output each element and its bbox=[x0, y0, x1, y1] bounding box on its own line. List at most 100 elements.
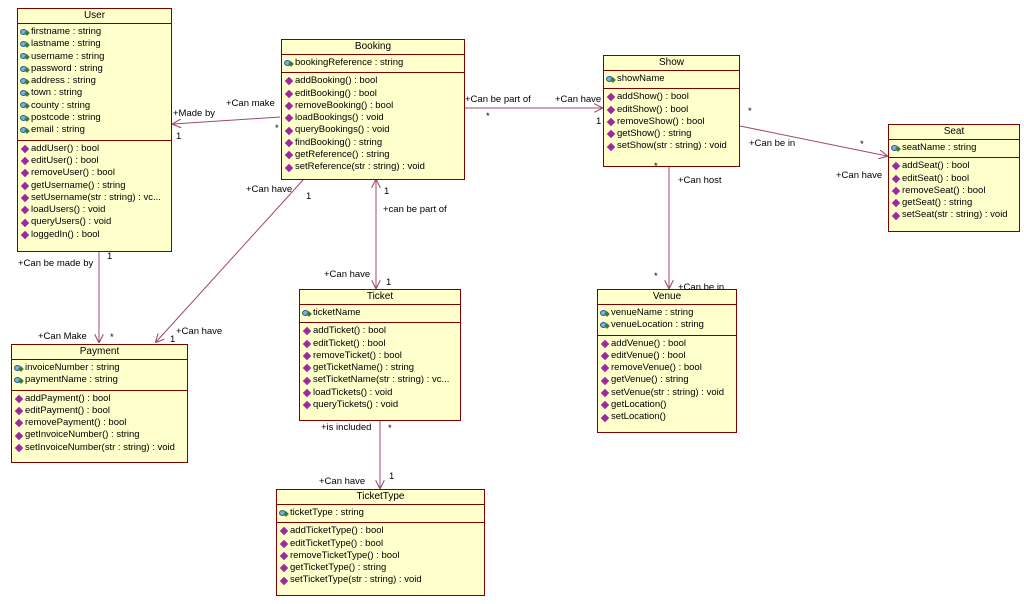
attribute-icon bbox=[600, 309, 610, 317]
class-name: Payment bbox=[12, 345, 187, 360]
attributes-compartment: bookingReference : string bbox=[282, 55, 464, 74]
attribute-icon bbox=[20, 53, 30, 60]
operation-row: editTicketType() : bool bbox=[279, 538, 484, 550]
operation-row: getUsername() : string bbox=[20, 180, 171, 192]
operation-text: getUsername() : string bbox=[31, 179, 126, 191]
attribute-text: venueName : string bbox=[611, 307, 694, 318]
label-is-included: +is included bbox=[321, 422, 372, 433]
operation-icon bbox=[279, 527, 289, 536]
attribute-icon bbox=[600, 321, 610, 329]
operation-text: addUser() : bool bbox=[31, 142, 100, 154]
operation-text: loggedIn() : bool bbox=[31, 228, 100, 240]
operation-text: editTicketType() : bool bbox=[290, 537, 384, 549]
operation-icon bbox=[600, 400, 610, 410]
operation-icon bbox=[600, 351, 610, 361]
operation-text: getInvoiceNumber() : string bbox=[25, 429, 140, 441]
attribute-icon bbox=[20, 40, 30, 48]
operation-icon bbox=[284, 150, 294, 160]
operation-text: editBooking() : bool bbox=[295, 87, 377, 99]
operation-text: removePayment() : bool bbox=[25, 417, 127, 429]
attribute-icon bbox=[891, 144, 901, 152]
label-can-have: +Can have bbox=[319, 476, 366, 487]
attribute-row: town : string bbox=[20, 87, 171, 99]
operation-text: queryTickets() : void bbox=[313, 399, 399, 411]
operation-text: addTicketType() : bool bbox=[290, 525, 384, 537]
operation-row: getVenue() : string bbox=[600, 374, 736, 386]
operation-text: removeTicket() : bool bbox=[313, 349, 402, 361]
attribute-row: ticketName bbox=[302, 307, 460, 319]
label-can-be-in: +Can be in bbox=[749, 138, 796, 149]
attribute-text: seatName : string bbox=[902, 142, 977, 153]
operation-text: removeBooking() : bool bbox=[295, 99, 394, 111]
operation-row: editPayment() : bool bbox=[14, 405, 187, 417]
operation-row: editVenue() : bool bbox=[600, 350, 736, 362]
attribute-row: ticketType : string bbox=[279, 507, 484, 519]
operation-icon bbox=[600, 339, 610, 348]
attribute-row: lastname : string bbox=[20, 38, 171, 50]
operation-row: editSeat() : bool bbox=[891, 173, 1019, 185]
operation-icon bbox=[20, 156, 30, 166]
attribute-row: address : string bbox=[20, 75, 171, 87]
operation-icon bbox=[20, 206, 30, 215]
operation-icon bbox=[14, 431, 24, 440]
attribute-icon bbox=[20, 114, 30, 122]
operation-row: queryUsers() : void bbox=[20, 216, 171, 228]
attribute-row: venueLocation : string bbox=[600, 319, 736, 331]
operation-icon bbox=[891, 199, 901, 208]
attribute-text: county : string bbox=[31, 99, 91, 111]
operation-row: loggedIn() : bool bbox=[20, 229, 171, 241]
attribute-icon bbox=[20, 127, 30, 134]
attribute-text: paymentName : string bbox=[25, 374, 118, 386]
operation-icon bbox=[891, 211, 901, 220]
multiplicity-one: 1 bbox=[596, 116, 602, 127]
operation-text: getTicketName() : string bbox=[313, 362, 415, 374]
label-made-by: +Made by bbox=[173, 108, 215, 119]
operation-icon bbox=[279, 564, 289, 573]
attribute-icon bbox=[20, 102, 30, 109]
operation-text: editTicket() : bool bbox=[313, 337, 386, 349]
multiplicity-one: 1 bbox=[107, 251, 113, 262]
operation-row: removeBooking() : bool bbox=[284, 100, 464, 112]
attribute-text: password : string bbox=[31, 62, 103, 74]
operation-text: addBooking() : bool bbox=[295, 75, 378, 87]
attribute-icon bbox=[20, 77, 30, 85]
operation-row: setSeat(str : string) : void bbox=[891, 209, 1019, 221]
operation-row: addPayment() : bool bbox=[14, 393, 187, 405]
operation-text: addSeat() : bool bbox=[902, 160, 970, 172]
attribute-text: venueLocation : string bbox=[611, 319, 704, 331]
attribute-row: invoiceNumber : string bbox=[14, 362, 187, 374]
operation-row: getTicketName() : string bbox=[302, 362, 460, 374]
operation-text: removeVenue() : bool bbox=[611, 362, 702, 374]
operation-icon bbox=[284, 126, 294, 135]
operation-row: findBooking() : string bbox=[284, 137, 464, 149]
operation-row: getReference() : string bbox=[284, 149, 464, 161]
operation-row: loadUsers() : void bbox=[20, 204, 171, 216]
attribute-text: firstname : string bbox=[31, 26, 102, 37]
operation-text: editVenue() : bool bbox=[611, 349, 686, 361]
attribute-text: invoiceNumber : string bbox=[25, 362, 120, 373]
operation-text: queryUsers() : void bbox=[31, 216, 112, 228]
operation-text: getLocation() bbox=[611, 399, 667, 411]
attributes-compartment: showName bbox=[604, 71, 739, 90]
class-tickettype[interactable]: TicketType ticketType : string addTicketTy… bbox=[276, 489, 485, 596]
multiplicity-star: * bbox=[110, 332, 114, 343]
attribute-row: county : string bbox=[20, 100, 171, 112]
attribute-icon bbox=[14, 376, 24, 384]
operation-row: setShow(str : string) : void bbox=[606, 140, 739, 152]
operation-text: getTicketType() : string bbox=[290, 562, 387, 574]
attributes-compartment: seatName : string bbox=[889, 140, 1019, 159]
operation-row: addShow() : bool bbox=[606, 91, 739, 103]
class-name: TicketType bbox=[277, 490, 484, 505]
